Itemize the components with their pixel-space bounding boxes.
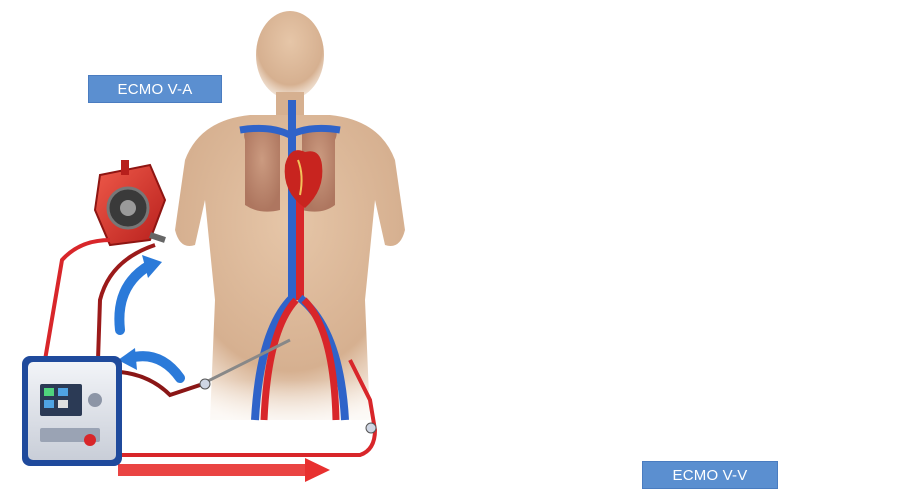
flow-arrow-icon [142, 255, 162, 278]
ecmo-vv-label: ECMO V-V [642, 461, 778, 489]
ecmo-va-label: ECMO V-A [88, 75, 222, 103]
flow-arrow-icon [305, 458, 330, 482]
flow-arrows-va [114, 255, 330, 482]
flow-arrow-icon [118, 464, 308, 476]
ecmo-console-va [22, 356, 122, 466]
flow-arrow-icon [114, 260, 155, 335]
centrifugal-pump-va [93, 160, 167, 247]
flow-arrow-icon [118, 348, 137, 370]
heart-va [284, 150, 323, 208]
tubing-va [43, 238, 378, 457]
panel-va [22, 11, 410, 482]
